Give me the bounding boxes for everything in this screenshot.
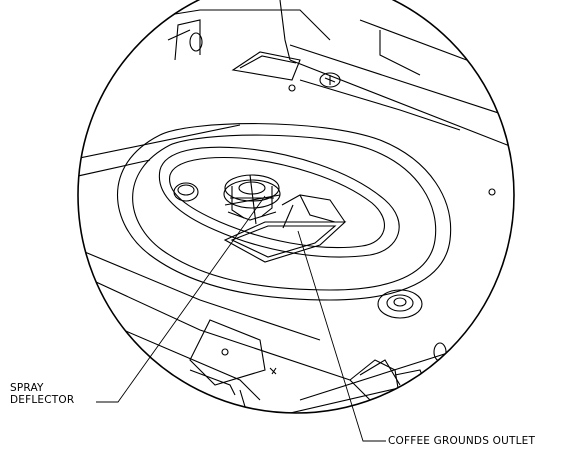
- spray-deflector-label-line1: SPRAY: [10, 382, 44, 394]
- coffee-grounds-outlet-leader: [297, 230, 386, 442]
- magnifier-circle: [77, 0, 515, 414]
- magnified-view: [78, 0, 514, 413]
- spray-deflector-label: SPRAY DEFLECTOR: [10, 382, 74, 406]
- leader-lines: [96, 195, 386, 442]
- spray-deflector-leader: [96, 195, 266, 403]
- coffee-grounds-outlet-label: COFFEE GROUNDS OUTLET: [388, 435, 536, 447]
- spray-deflector-label-line2: DEFLECTOR: [10, 394, 75, 406]
